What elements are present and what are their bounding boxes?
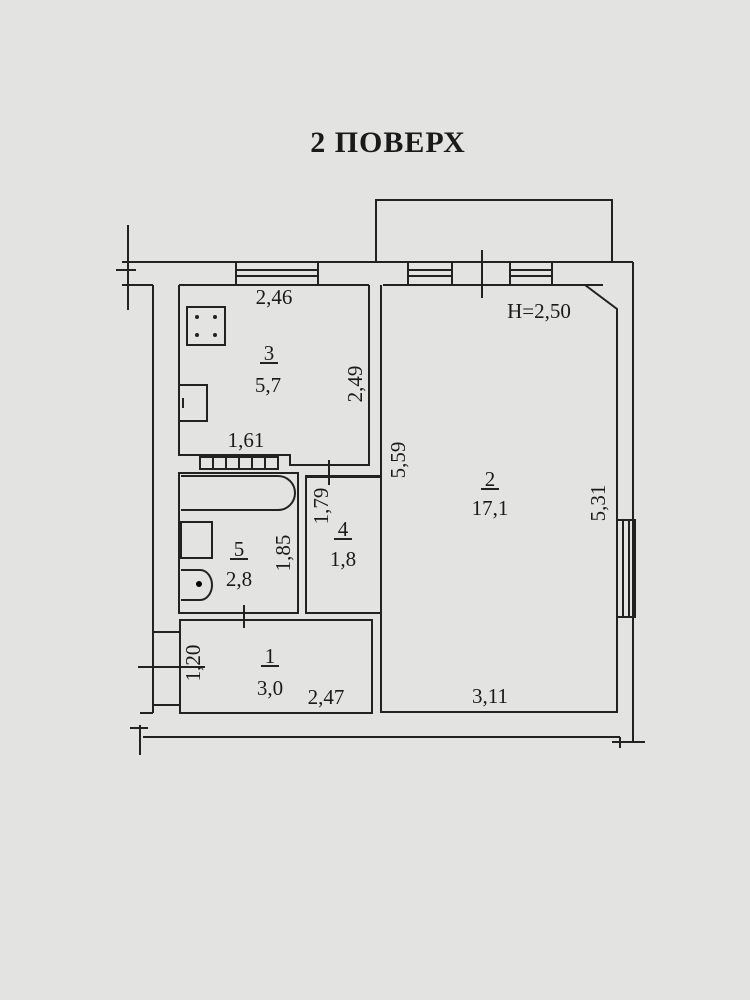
room-5-area: 2,8 — [226, 567, 252, 591]
room-2-area: 17,1 — [472, 496, 509, 520]
room-4-number: 4 — [338, 517, 349, 541]
room-1-area: 3,0 — [257, 676, 283, 700]
room-5-bathroom — [178, 472, 299, 614]
room-4-area: 1,8 — [330, 547, 356, 571]
dim-bath-depth: 1,85 — [271, 535, 295, 572]
room-1-number: 1 — [265, 644, 276, 668]
stove-icon — [186, 306, 226, 346]
room-2-number: 2 — [485, 467, 496, 491]
window-room2-side — [616, 519, 636, 618]
sink-icon — [179, 384, 208, 422]
room-3-number: 3 — [264, 341, 275, 365]
dim-room2-right: 5,31 — [586, 485, 610, 522]
bathtub-icon — [181, 475, 296, 511]
dim-kitchen-depth: 2,49 — [343, 366, 367, 403]
floor-title: 2 ПОВЕРХ — [310, 126, 466, 159]
room-3-area: 5,7 — [255, 373, 281, 397]
window-room2-b — [509, 261, 553, 286]
room-3-kitchen — [178, 285, 370, 466]
balcony — [375, 199, 613, 262]
dim-closet-depth: 1,79 — [309, 488, 333, 525]
toilet-icon — [181, 569, 213, 601]
dim-hall-depth: 1,20 — [181, 645, 205, 682]
ceiling-height: H=2,50 — [507, 299, 571, 323]
window-room2-a — [407, 261, 453, 286]
room-5-number: 5 — [234, 537, 245, 561]
room-4-closet — [305, 476, 382, 614]
radiator-icon — [199, 456, 279, 470]
washbasin-icon — [180, 521, 213, 559]
dim-kitchen-width: 2,46 — [256, 285, 293, 309]
dim-hall-width: 2,47 — [308, 685, 345, 709]
dim-kitchen-bottom: 1,61 — [228, 428, 265, 452]
room-2 — [380, 284, 618, 713]
dim-room2-bottom: 3,11 — [472, 684, 508, 708]
window-kitchen — [235, 261, 319, 286]
dim-room2-depth: 5,59 — [386, 442, 410, 479]
